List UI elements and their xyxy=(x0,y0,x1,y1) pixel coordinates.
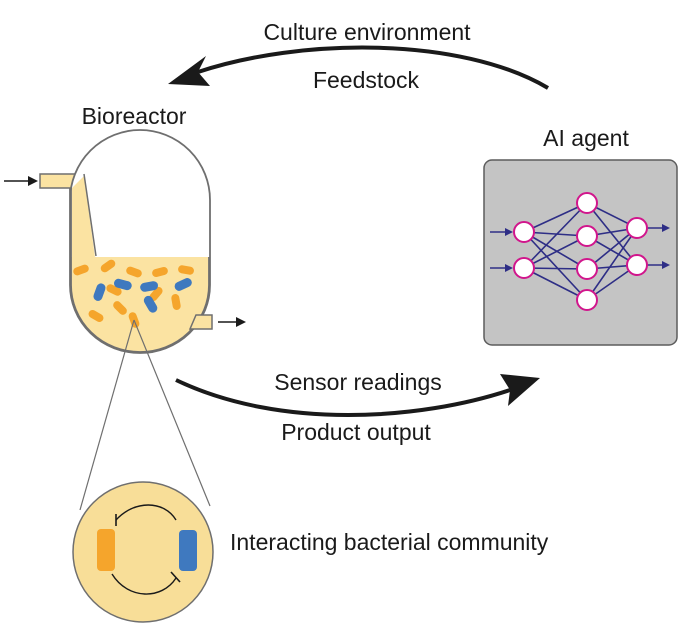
reactor-bacteria xyxy=(73,259,194,328)
nn-edge xyxy=(586,227,638,301)
feedback-arrow-head xyxy=(168,56,210,86)
interaction-arc-bottom xyxy=(111,573,177,595)
nn-arrowhead xyxy=(505,228,513,236)
nn-node xyxy=(576,258,598,280)
bacterium-blue xyxy=(93,283,106,301)
nn-edge xyxy=(523,231,588,301)
bacterium-orange xyxy=(178,265,194,275)
nn-node xyxy=(576,289,598,311)
nn-arrowhead xyxy=(662,224,670,232)
nn-edge xyxy=(523,202,588,269)
neural-network-icon xyxy=(490,192,670,311)
interaction-arc-top xyxy=(115,504,177,521)
nn-arrowhead xyxy=(505,264,513,272)
zoom-line-left xyxy=(79,319,135,511)
feedback-arrow-curve xyxy=(197,45,550,90)
bacterium-blue xyxy=(143,295,158,313)
feedstock-label: Feedstock xyxy=(313,67,420,93)
bacterium-orange xyxy=(100,259,116,273)
nn-node xyxy=(513,221,535,243)
culture-environment-label: Culture environment xyxy=(263,19,471,45)
bacterium-blue xyxy=(140,281,159,292)
bacterium-orange xyxy=(73,264,89,276)
bacterium-orange xyxy=(106,284,122,296)
bacterium-orange xyxy=(152,266,168,278)
bacterium-orange xyxy=(88,310,104,322)
bacterium-orange xyxy=(113,301,127,315)
nn-node xyxy=(626,254,648,276)
product-output-label: Product output xyxy=(281,419,431,445)
nn-node xyxy=(626,217,648,239)
bioreactor-label: Bioreactor xyxy=(82,103,187,129)
nn-edge xyxy=(523,235,588,269)
bioreactor-medium xyxy=(71,257,209,352)
bacterial-community-label: Interacting bacterial community xyxy=(230,529,549,555)
ai-agent-panel xyxy=(483,159,678,346)
nn-node xyxy=(576,225,598,247)
sensor-arrow-curve xyxy=(175,378,511,417)
zoom-line-right xyxy=(133,319,211,507)
nn-arrowhead xyxy=(662,261,670,269)
sensor-readings-label: Sensor readings xyxy=(274,369,442,395)
nn-edge xyxy=(586,202,638,266)
outflow-arrow-icon xyxy=(218,317,246,327)
bacterium-blue xyxy=(174,278,192,291)
bacterium-orange xyxy=(171,294,181,310)
sensor-arrow-head xyxy=(500,374,540,406)
bacterium-orange xyxy=(126,266,142,278)
nn-edge xyxy=(523,267,588,301)
nn-edge xyxy=(523,231,588,270)
ai-agent-label: AI agent xyxy=(543,125,629,151)
bacterium-orange xyxy=(149,286,163,302)
community-bacterium-blue xyxy=(179,530,197,571)
community-circle xyxy=(72,481,214,623)
community-bacterium-orange xyxy=(97,529,115,571)
inflow-arrow-icon xyxy=(4,176,38,186)
bioreactor-outlet xyxy=(188,314,213,330)
bacterium-blue xyxy=(114,278,132,291)
nn-node xyxy=(513,257,535,279)
nn-edge xyxy=(523,202,588,233)
nn-node xyxy=(576,192,598,214)
